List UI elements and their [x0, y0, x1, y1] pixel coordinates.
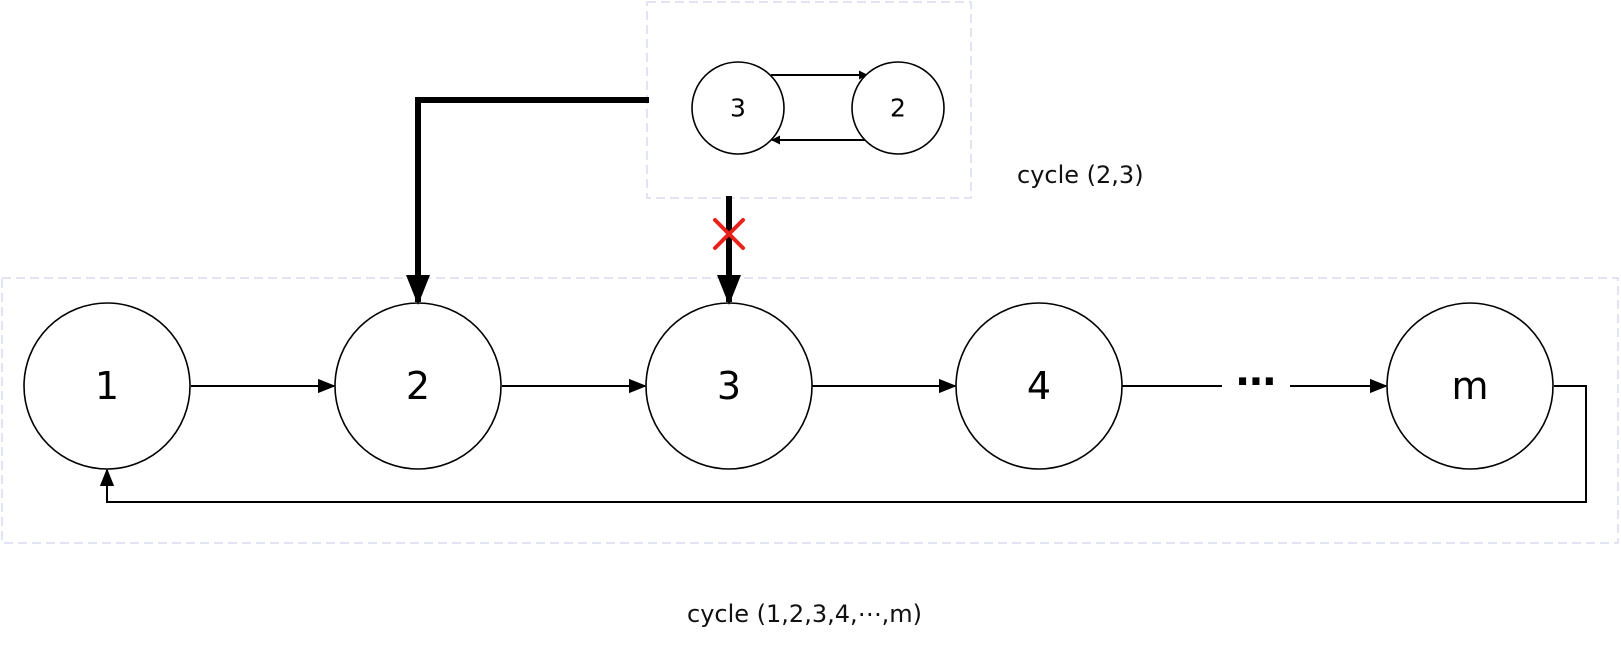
node-2-label: 2: [406, 364, 430, 408]
node-2: 2: [334, 302, 502, 470]
sub-node-3-label: 3: [730, 94, 746, 123]
node-4-label: 4: [1027, 364, 1051, 408]
blocked-x-icon: [713, 218, 745, 250]
sub-node-2-label: 2: [890, 94, 906, 123]
node-1: 1: [23, 302, 191, 470]
node-m: m: [1386, 302, 1554, 470]
node-3: 3: [645, 302, 813, 470]
sub-node-2: 2: [851, 61, 945, 155]
main-cycle-caption: cycle (1,2,3,4,⋯,m): [687, 600, 922, 628]
connector-to-node-2: [406, 97, 649, 305]
ellipsis: ⋯: [1236, 359, 1276, 405]
sub-cycle-caption: cycle (2,3): [1017, 161, 1144, 189]
node-m-label: m: [1451, 364, 1488, 408]
edge-m-back-to-1: [99, 385, 1587, 503]
main-cycle-frame: [1, 277, 1619, 544]
node-4: 4: [955, 302, 1123, 470]
node-1-label: 1: [95, 364, 119, 408]
sub-node-3: 3: [691, 61, 785, 155]
node-3-label: 3: [717, 364, 741, 408]
